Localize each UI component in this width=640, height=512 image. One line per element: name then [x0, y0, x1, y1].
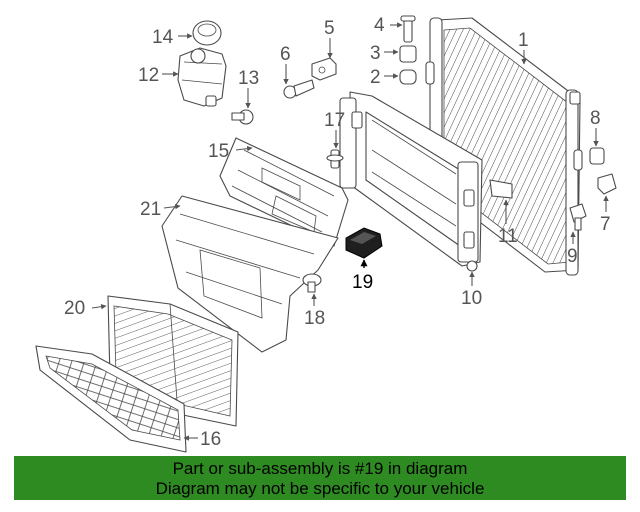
- callout-labels: 1 2 3 4 5 6 7 8 9 10 11 12 13 14 15 16 1…: [64, 15, 611, 450]
- bolt-6: [283, 79, 315, 99]
- callout-12: 12: [138, 65, 159, 86]
- lower-grille: [35, 345, 187, 453]
- callout-4: 4: [374, 15, 385, 36]
- leader-lines: [91, 22, 609, 441]
- banner-line-2: Diagram may not be specific to your vehi…: [155, 479, 485, 498]
- callout-11: 11: [498, 226, 518, 247]
- callout-3: 3: [370, 43, 381, 64]
- bolt-9: [569, 203, 587, 231]
- isolator-2: [399, 69, 417, 85]
- callout-6: 6: [280, 44, 291, 65]
- callout-15: 15: [208, 141, 229, 162]
- callout-2: 2: [370, 67, 381, 88]
- callout-16: 16: [200, 429, 221, 450]
- clip-8: [589, 147, 605, 165]
- callout-9: 9: [567, 246, 578, 267]
- part-19-bracket[interactable]: [345, 227, 383, 259]
- bracket-11: [489, 179, 513, 199]
- callout-5: 5: [324, 18, 335, 39]
- callout-7: 7: [600, 214, 611, 235]
- reservoir-cap: [192, 20, 222, 46]
- bracket-5: [311, 57, 337, 81]
- callout-20: 20: [64, 298, 85, 319]
- push-pin-17: [326, 149, 344, 169]
- coolant-reservoir: [177, 47, 227, 107]
- banner-line-1: Part or sub-assembly is #19 in diagram: [172, 459, 468, 478]
- pin-4: [400, 15, 416, 43]
- air-guide: [161, 195, 339, 353]
- callout-17: 17: [324, 110, 345, 131]
- callout-10: 10: [461, 288, 482, 309]
- callout-8: 8: [590, 108, 601, 129]
- radiator-support: [339, 91, 483, 272]
- callout-14: 14: [152, 27, 174, 48]
- isolator-3: [399, 45, 417, 63]
- push-pin-18: [302, 273, 322, 293]
- callout-21: 21: [140, 199, 161, 220]
- callout-19[interactable]: 19: [352, 272, 373, 293]
- callout-13: 13: [238, 68, 259, 89]
- bracket-7: [597, 173, 617, 195]
- air-deflector-upper: [219, 137, 349, 247]
- callout-18: 18: [304, 308, 325, 329]
- info-banner: Part or sub-assembly is #19 in diagram D…: [14, 456, 626, 500]
- bolt-13: [231, 109, 254, 125]
- callout-1: 1: [518, 30, 529, 51]
